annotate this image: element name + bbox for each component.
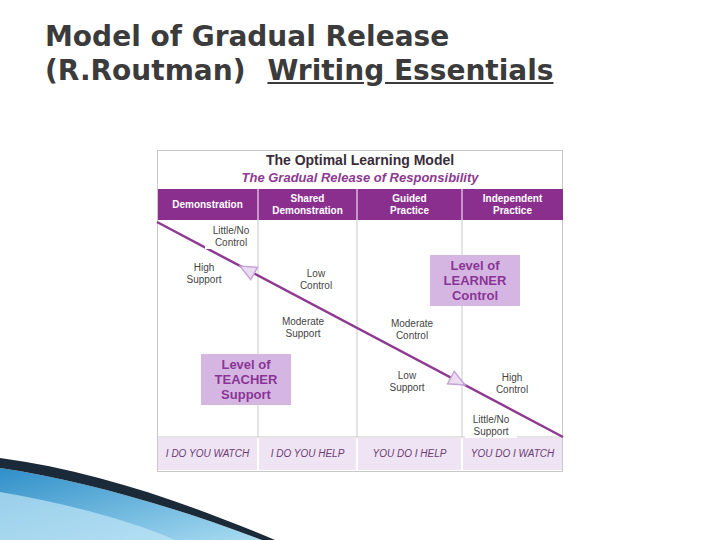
footer-cell [158, 438, 257, 470]
column-header: Guided Practice [380, 193, 440, 216]
corner-wave [0, 468, 262, 540]
box-label: Level of TEACHER Support [206, 357, 286, 402]
column-divider [462, 220, 463, 437]
corner-wave-light [0, 492, 175, 540]
header-bar [158, 189, 563, 220]
learner-control-box: Level of LEARNER Control [430, 255, 520, 306]
box-label: Level of LEARNER Control [435, 258, 515, 303]
slide-subtitle: Writing Essentials [267, 54, 553, 87]
level-label: Little/No Control [205, 225, 257, 249]
column-header: Independent Practice [477, 193, 549, 216]
footer-phrase: YOU DO I WATCH [471, 448, 555, 460]
release-diagonal [157, 222, 563, 437]
diagram-subheading: The Gradual Release of Responsibility [242, 170, 479, 186]
footer-phrase: I DO YOU WATCH [166, 448, 249, 460]
diagram-panel [158, 151, 563, 472]
level-label: Little/No Support [465, 414, 517, 438]
footer-cell [358, 438, 461, 470]
level-label: Low Control [293, 268, 339, 292]
footer-phrase: YOU DO I HELP [373, 448, 447, 460]
column-header: Shared Demonstration [268, 193, 348, 216]
diagram-heading: The Optimal Learning Model [266, 152, 454, 169]
arrowhead-up [240, 266, 257, 280]
level-label: High Control [489, 372, 535, 396]
arrowhead-down [448, 371, 465, 385]
header-divider [357, 189, 358, 220]
level-label: High Support [181, 262, 227, 286]
level-label: Moderate Support [277, 316, 329, 340]
footer-cell [463, 438, 562, 470]
level-label: Moderate Control [386, 318, 438, 342]
teacher-support-box: Level of TEACHER Support [201, 354, 291, 405]
header-divider [462, 189, 463, 220]
footer-phrase: I DO YOU HELP [271, 448, 345, 460]
column-header: Demonstration [172, 199, 243, 211]
header-divider [258, 189, 259, 220]
footer-cell [259, 438, 356, 470]
level-label: Low Support [384, 370, 430, 394]
